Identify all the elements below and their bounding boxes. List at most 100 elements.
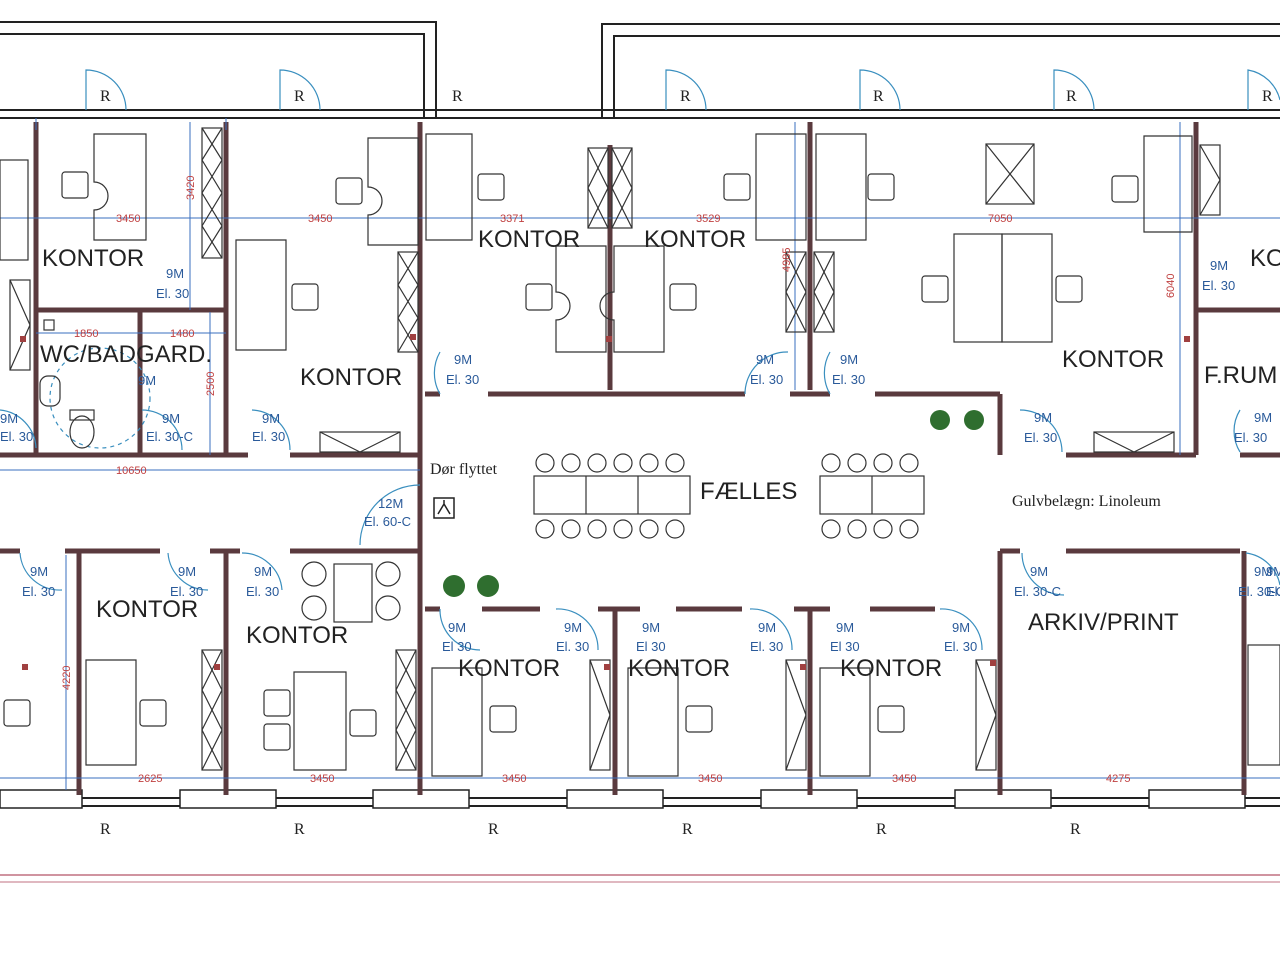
shelving [9, 127, 1221, 771]
svg-text:9M: 9M [840, 352, 858, 367]
window-mark: R [452, 88, 463, 105]
room-label: KONTOR [246, 622, 348, 649]
svg-text:9M: 9M [454, 352, 472, 367]
window-marks: R R R R R R R R R R R R R [100, 88, 1273, 838]
window-mark: R [488, 821, 499, 838]
svg-text:El. 30: El. 30 [750, 639, 783, 654]
svg-text:El. 30: El. 30 [750, 372, 783, 387]
sink-icon [39, 375, 61, 407]
svg-text:El. 30: El. 30 [22, 584, 55, 599]
door-label: 9M El. 30 [1234, 410, 1272, 445]
dimension-label: 3420 [185, 176, 197, 200]
svg-text:9M: 9M [1266, 564, 1280, 579]
window-mark: R [680, 88, 691, 105]
door-label: 9M El. 30 [446, 352, 479, 387]
dimension-label: 2625 [138, 773, 162, 785]
door-label: 9M El. 30 [944, 620, 977, 654]
door-label: 9M El. 30- [1266, 564, 1280, 599]
svg-text:9M: 9M [1034, 410, 1052, 425]
svg-text:El. 30: El. 30 [0, 429, 33, 444]
toilet-icon [69, 415, 95, 449]
room-label: KONTOR [300, 364, 402, 391]
dimension-label: 3450 [502, 773, 526, 785]
room-label: KONTOR [42, 245, 144, 272]
svg-text:9M: 9M [262, 411, 280, 426]
notes: Dør flyttet Gulvbelægn: Linoleum [430, 461, 1161, 510]
svg-text:El. 30-C: El. 30-C [146, 429, 193, 444]
dimension-label: 4985 [781, 248, 793, 272]
svg-text:El 30: El 30 [442, 639, 472, 654]
svg-text:9M: 9M [448, 620, 466, 635]
furniture-desks [0, 133, 1280, 777]
svg-text:El 30: El 30 [830, 639, 860, 654]
svg-text:9M: 9M [166, 266, 184, 281]
svg-text:9M: 9M [178, 564, 196, 579]
svg-text:El 30: El 30 [636, 639, 666, 654]
svg-text:9M: 9M [30, 564, 48, 579]
emergency-exit-icon [433, 497, 455, 519]
svg-text:El. 30-C: El. 30-C [1238, 584, 1280, 599]
window-mark: R [100, 821, 111, 838]
dimension-label: 10650 [116, 465, 147, 477]
svg-text:El. 30-C: El. 30-C [1014, 584, 1061, 599]
door-labels: 9M El. 30 9M El. 30 9M El. 30 9M El. 30 9M El… [0, 258, 1280, 654]
wc-door-label: 9M [138, 373, 156, 388]
svg-text:9M: 9M [756, 352, 774, 367]
door-label: 9M El. 30 [750, 352, 783, 387]
svg-text:9M: 9M [1254, 410, 1272, 425]
plant-icon [477, 575, 499, 597]
svg-text:9M: 9M [952, 620, 970, 635]
dimension-label: 3450 [698, 773, 722, 785]
room-label: ARKIV/PRINT [1028, 609, 1179, 636]
window-mark: R [1070, 821, 1081, 838]
svg-text:El. 30-: El. 30- [1266, 584, 1280, 599]
window-mark: R [294, 88, 305, 105]
dimension-label: 7050 [988, 213, 1012, 225]
svg-text:9M: 9M [1254, 564, 1272, 579]
outlet-markers [20, 334, 1190, 670]
plant-icon [964, 410, 984, 430]
svg-text:El. 30: El. 30 [446, 372, 479, 387]
window-mark: R [294, 821, 305, 838]
room-label: WC/BADGARD. [40, 341, 212, 368]
svg-text:9M: 9M [1030, 564, 1048, 579]
window-mark: R [100, 88, 111, 105]
window-mark: R [876, 821, 887, 838]
door-label: 9M El. 30 [832, 352, 865, 387]
room-label: KONTOR [478, 226, 580, 253]
svg-text:El. 30: El. 30 [1024, 430, 1057, 445]
window-mark: R [873, 88, 884, 105]
svg-text:El. 30: El. 30 [170, 584, 203, 599]
door-label: 9M El 30 [442, 620, 472, 654]
svg-text:El. 30: El. 30 [944, 639, 977, 654]
dimension-labels: 3450 3420 3450 3371 3529 4985 7050 6040 … [61, 176, 1177, 785]
door-label: 9M El. 30-C [1238, 564, 1280, 599]
door-label: 9M El 30 [636, 620, 666, 654]
window-mark: R [1262, 88, 1273, 105]
svg-text:El. 30: El. 30 [1234, 430, 1267, 445]
svg-text:El. 30: El. 30 [832, 372, 865, 387]
room-label: KONTOR [96, 596, 198, 623]
svg-text:9M: 9M [642, 620, 660, 635]
building-outline [0, 21, 1280, 883]
room-label: KONTOR [1062, 346, 1164, 373]
common-area-furniture [533, 453, 925, 539]
dimension-label: 3529 [696, 213, 720, 225]
door-label: 9M El. 30-C [1014, 564, 1061, 599]
door-moved-note: Dør flyttet [430, 461, 498, 478]
dimension-label: 3371 [500, 213, 524, 225]
dimension-label: 4220 [61, 666, 73, 690]
dimension-lines [0, 118, 1280, 790]
plant-icon [930, 410, 950, 430]
